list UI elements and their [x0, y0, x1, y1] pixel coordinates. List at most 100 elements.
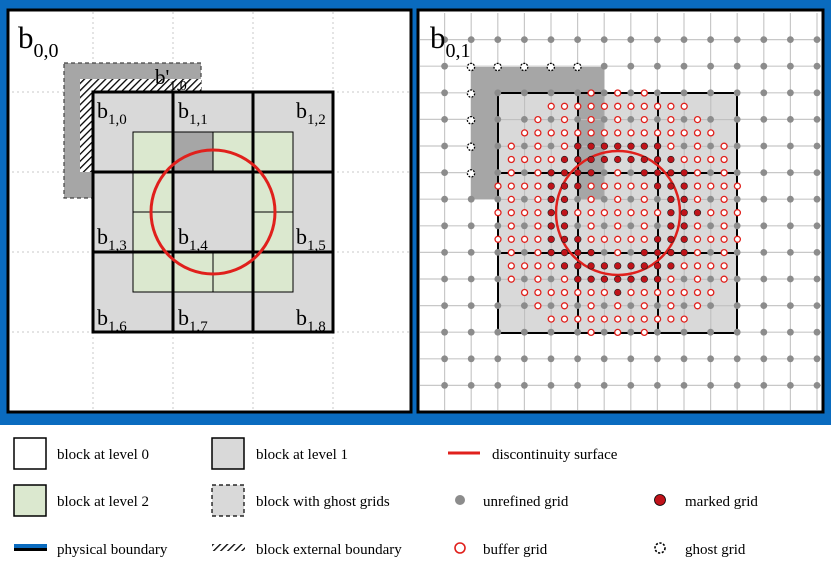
marked-grid-point — [640, 142, 648, 150]
label-block-5: b1,5 — [296, 224, 326, 254]
buffer-grid-point — [640, 102, 648, 110]
legend-swatch-physical — [14, 544, 47, 549]
buffer-grid-point — [600, 288, 609, 297]
unrefined-grid-point — [547, 382, 555, 389]
legend-label-discontinuity: discontinuity surface — [492, 447, 618, 463]
marked-grid-point — [574, 182, 582, 190]
buffer-grid-point — [640, 328, 648, 337]
unrefined-grid-point — [547, 142, 555, 150]
discontinuity-circle-right — [554, 149, 682, 277]
buffer-grid-point — [693, 115, 702, 124]
buffer-grid-point — [627, 102, 635, 110]
unrefined-grid-point — [787, 142, 794, 150]
unrefined-grid-point — [521, 116, 528, 123]
marked-grid-point — [667, 182, 675, 190]
unrefined-grid-point — [787, 222, 794, 230]
unrefined-grid-point — [467, 328, 475, 336]
unrefined-grid-point — [521, 195, 528, 203]
buffer-grid-point — [534, 275, 542, 283]
buffer-grid-point — [614, 129, 622, 137]
buffer-grid-point — [534, 182, 542, 190]
unrefined-grid-point — [494, 142, 502, 150]
buffer-grid-point — [560, 288, 569, 297]
legend-label-buffer: buffer grid — [483, 542, 548, 558]
marked-grid-point — [667, 169, 675, 177]
unrefined-grid-point — [733, 275, 741, 283]
unrefined-grid-point — [627, 195, 635, 203]
unrefined-grid-point — [574, 302, 581, 309]
buffer-grid-point — [614, 209, 622, 217]
buffer-grid-point — [560, 115, 569, 124]
unrefined-grid-point — [787, 169, 794, 177]
unrefined-grid-point — [813, 89, 821, 97]
legend-swatch-unrefined — [455, 495, 465, 505]
buffer-grid-point — [587, 302, 595, 310]
marked-grid-point — [640, 155, 648, 164]
buffer-grid-point — [653, 102, 662, 110]
buffer-grid-point — [547, 155, 555, 164]
unrefined-grid-point — [654, 62, 661, 70]
unrefined-grid-point — [707, 328, 714, 336]
buffer-grid-point — [600, 102, 609, 110]
buffer-grid-point — [587, 315, 595, 323]
unrefined-grid-point — [813, 142, 821, 150]
unrefined-grid-point — [521, 275, 528, 283]
unrefined-grid-point — [627, 36, 635, 43]
legend-swatch-marked — [654, 494, 666, 506]
buffer-grid-point — [587, 235, 595, 243]
buffer-grid-point — [547, 102, 555, 110]
unrefined-grid-point — [787, 89, 794, 97]
buffer-grid-point — [653, 315, 662, 323]
buffer-grid-point — [720, 142, 728, 150]
marked-grid-point — [680, 235, 688, 243]
unrefined-grid-point — [547, 36, 555, 43]
unrefined-grid-point — [494, 195, 502, 203]
marked-grid-point — [547, 169, 555, 177]
grid-points-right — [441, 36, 821, 389]
unrefined-grid-point — [733, 302, 741, 309]
unrefined-grid-point — [680, 328, 688, 336]
buffer-grid-point — [667, 102, 675, 110]
legend-swatch-level2 — [13, 484, 47, 517]
unrefined-grid-point — [494, 36, 502, 43]
panel-right: b0,1 — [416, 8, 825, 414]
buffer-grid-point — [640, 235, 648, 243]
legend-label-external: block external boundary — [256, 542, 402, 558]
buffer-grid-point — [614, 235, 622, 243]
buffer-grid-point — [693, 195, 702, 204]
unrefined-grid-point — [441, 382, 448, 389]
unrefined-grid-point — [521, 382, 528, 389]
unrefined-grid-point — [654, 382, 661, 389]
buffer-grid-point — [507, 235, 515, 243]
marked-grid-point — [667, 222, 675, 230]
unrefined-grid-point — [654, 116, 661, 123]
unrefined-grid-point — [547, 328, 555, 336]
unrefined-grid-point — [521, 355, 528, 363]
unrefined-grid-point — [547, 89, 555, 97]
legend-swatch-buffer — [454, 542, 466, 554]
unrefined-grid-point — [707, 142, 714, 150]
marked-grid-point — [653, 275, 662, 283]
unrefined-grid-point — [441, 116, 448, 123]
buffer-grid-point — [587, 102, 595, 110]
buffer-grid-point — [587, 89, 595, 97]
unrefined-grid-point — [733, 222, 741, 230]
unrefined-grid-point — [441, 328, 448, 336]
unrefined-grid-point — [733, 169, 741, 177]
unrefined-grid-point — [654, 36, 661, 43]
unrefined-grid-point — [521, 222, 528, 230]
unrefined-grid-point — [733, 195, 741, 203]
buffer-grid-point — [600, 129, 609, 137]
marked-grid-point — [667, 209, 675, 217]
legend-swatch-level0 — [13, 437, 47, 470]
marked-grid-point — [640, 275, 648, 283]
unrefined-grid-point — [547, 355, 555, 363]
buffer-grid-point — [560, 129, 569, 137]
unrefined-grid-point — [467, 195, 475, 203]
unrefined-grid-point — [494, 89, 502, 97]
buffer-grid-point — [547, 288, 555, 297]
unrefined-grid-point — [574, 355, 581, 363]
marked-grid-point — [574, 169, 582, 177]
